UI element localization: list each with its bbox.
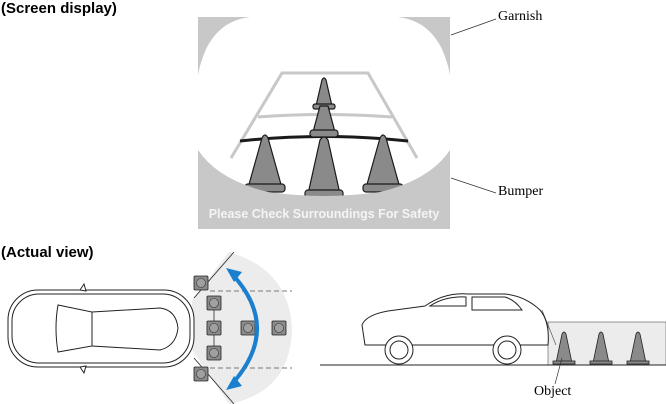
screen-display-heading: (Screen display): [1, 0, 117, 17]
bumper-label: Bumper: [498, 184, 544, 199]
marker: [240, 320, 256, 336]
cone-left: [244, 134, 286, 193]
cone-far-center: [312, 77, 336, 110]
bumper-callout-line: [450, 177, 497, 194]
cones-side: [552, 331, 650, 365]
safety-banner: Please Check Surroundings For Safety: [209, 207, 440, 221]
marker: [206, 345, 222, 361]
mirror-top: [79, 282, 87, 292]
view-angle-line-bottom: [193, 357, 235, 404]
rear-side-window: [471, 296, 523, 311]
object-callout-line: [554, 357, 563, 385]
car-side-view: [361, 293, 549, 365]
marker: [193, 275, 209, 291]
camera-screen: Please Check Surroundings For Safety: [198, 17, 450, 229]
side-view: [320, 293, 666, 385]
marker: [206, 295, 222, 311]
cone-side-3: [629, 331, 647, 364]
marker: [206, 320, 222, 336]
cone-side-2: [592, 331, 610, 364]
actual-view-heading: (Actual view): [1, 244, 94, 261]
garnish-callout-line: [450, 18, 497, 36]
cone-side-1: [555, 331, 573, 364]
marker: [193, 366, 209, 382]
sweep-arrow: [226, 268, 259, 390]
cones-on-screen: [244, 77, 404, 200]
top-view: [7, 251, 292, 404]
arrowhead-bottom: [226, 376, 242, 390]
windshield: [55, 304, 93, 353]
front-window: [428, 296, 467, 307]
object-label: Object: [534, 384, 572, 399]
cone-mid-center: [309, 105, 339, 138]
bumper-area: [198, 150, 450, 229]
marker: [271, 320, 287, 336]
roof: [91, 307, 169, 351]
mirror-bottom: [79, 365, 87, 375]
arrowhead-top: [226, 268, 242, 282]
rear-window: [159, 307, 179, 351]
car-top-view: [7, 282, 195, 375]
garnish-label: Garnish: [498, 9, 543, 24]
